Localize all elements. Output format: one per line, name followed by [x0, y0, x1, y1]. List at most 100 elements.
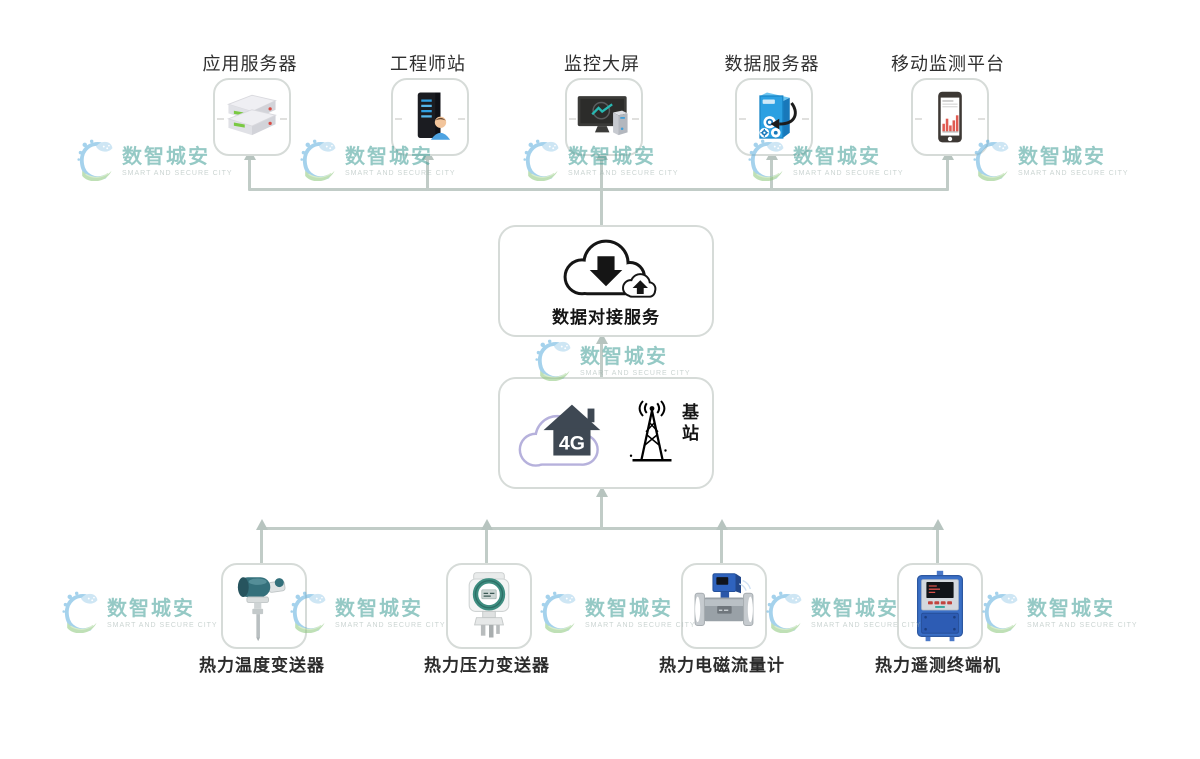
connector-v [600, 157, 603, 226]
grid-tick [280, 118, 287, 120]
grid-tick [802, 118, 809, 120]
node-card-mobile-platform [911, 78, 990, 159]
node-card-engineer-station [391, 78, 470, 159]
watermark-text: 数智城安 [1018, 146, 1106, 168]
watermark: 数智城安 SMART AND SECURE CITY [535, 338, 691, 381]
arrow-up-icon [596, 333, 608, 344]
watermark-logo-icon [982, 590, 1020, 633]
watermark-text: 数智城安 [335, 598, 423, 620]
watermark-logo-icon [766, 590, 804, 633]
watermark-text-block: 数智城安 SMART AND SECURE CITY [107, 599, 218, 629]
connector-v [936, 529, 939, 564]
grid-tick [915, 118, 922, 120]
watermark: 数智城安 SMART AND SECURE CITY [973, 138, 1129, 181]
engineer-station-icon [393, 80, 467, 154]
watermark-text: 数智城安 [107, 598, 195, 620]
watermark: 数智城安 SMART AND SECURE CITY [62, 590, 218, 633]
watermark-text-block: 数智城安 SMART AND SECURE CITY [1027, 599, 1138, 629]
telemetry-terminal-image [899, 565, 981, 647]
watermark-logo-icon [62, 590, 100, 633]
watermark-subtext: SMART AND SECURE CITY [580, 370, 691, 377]
connector-v [248, 157, 251, 191]
watermark-subtext: SMART AND SECURE CITY [1027, 622, 1138, 629]
grid-tick [739, 118, 746, 120]
data-server-icon [737, 80, 811, 154]
watermark-text-block: 数智城安 SMART AND SECURE CITY [580, 347, 691, 377]
base-station-card: 4G 基站 [498, 377, 715, 492]
watermark: 数智城安 SMART AND SECURE CITY [540, 590, 696, 633]
grid-tick [217, 118, 224, 120]
arrow-up-icon [481, 519, 493, 530]
node-label: 应用服务器 [202, 54, 298, 74]
pressure-transmitter-image [448, 565, 530, 647]
node-card-application-server [213, 78, 292, 159]
bottom-bus-line [261, 527, 939, 530]
node-label: 移动监测平台 [891, 54, 1005, 74]
node-label: 数据服务器 [724, 54, 820, 74]
watermark-subtext: SMART AND SECURE CITY [122, 170, 233, 177]
connector-v [600, 494, 603, 530]
connector-v [426, 157, 429, 191]
watermark-logo-icon [77, 138, 115, 181]
watermark-text-block: 数智城安 SMART AND SECURE CITY [335, 599, 446, 629]
network-4g-label: 4G [559, 433, 585, 455]
connector-v [485, 529, 488, 564]
watermark-logo-icon [540, 590, 578, 633]
device-card-telemetry-terminal [897, 563, 984, 652]
device-card-temperature-transmitter [221, 563, 308, 652]
grid-tick [978, 118, 985, 120]
electromagnetic-flowmeter-image [683, 565, 765, 647]
device-label: 热力电磁流量计 [659, 656, 785, 675]
watermark: 数智城安 SMART AND SECURE CITY [290, 590, 446, 633]
watermark: 数智城安 SMART AND SECURE CITY [77, 138, 233, 181]
watermark-subtext: SMART AND SECURE CITY [335, 622, 446, 629]
watermark-text-block: 数智城安 SMART AND SECURE CITY [585, 599, 696, 629]
watermark-subtext: SMART AND SECURE CITY [793, 170, 904, 177]
device-card-pressure-transmitter [446, 563, 533, 652]
node-label: 工程师站 [390, 54, 466, 74]
arrow-up-icon [256, 519, 268, 530]
watermark-text: 数智城安 [585, 598, 673, 620]
connector-v [600, 342, 603, 380]
connector-v [260, 529, 263, 564]
temperature-transmitter-image [223, 565, 305, 647]
watermark-text: 数智城安 [1027, 598, 1115, 620]
arrow-up-icon [932, 519, 944, 530]
watermark-text: 数智城安 [580, 346, 668, 368]
watermark-subtext: SMART AND SECURE CITY [568, 170, 679, 177]
device-card-electromagnetic-flowmeter [681, 563, 768, 652]
node-card-monitoring-screen [565, 78, 644, 159]
watermark-logo-icon [523, 138, 561, 181]
grid-tick [632, 118, 639, 120]
watermark-text-block: 数智城安 SMART AND SECURE CITY [1018, 147, 1129, 177]
connector-v [770, 157, 773, 191]
radio-tower-icon [628, 385, 676, 482]
application-server-icon [215, 80, 289, 154]
grid-tick [569, 118, 576, 120]
mobile-platform-icon [913, 80, 987, 154]
cloud-data-exchange-icon [554, 234, 658, 311]
watermark-subtext: SMART AND SECURE CITY [585, 622, 696, 629]
cloud-service-card: 数据对接服务 [498, 225, 715, 340]
device-label: 热力温度变送器 [199, 656, 325, 675]
cloud-service-label: 数据对接服务 [552, 308, 660, 327]
watermark-logo-icon [300, 138, 338, 181]
top-bus-line [248, 188, 949, 191]
arrow-up-icon [716, 519, 728, 530]
arrow-up-icon [596, 486, 608, 497]
monitoring-screen-icon [567, 80, 641, 154]
watermark-subtext: SMART AND SECURE CITY [1018, 170, 1129, 177]
watermark-subtext: SMART AND SECURE CITY [345, 170, 456, 177]
base-station-label: 基站 [679, 403, 698, 445]
connector-v [946, 157, 949, 191]
cloud-4g-house-icon: 4G [510, 389, 628, 484]
device-label: 热力遥测终端机 [875, 656, 1001, 675]
connector-v [720, 529, 723, 564]
grid-tick [395, 118, 402, 120]
watermark-logo-icon [535, 338, 573, 381]
device-label: 热力压力变送器 [424, 656, 550, 675]
grid-tick [458, 118, 465, 120]
node-card-data-server [735, 78, 814, 159]
watermark-subtext: SMART AND SECURE CITY [107, 622, 218, 629]
